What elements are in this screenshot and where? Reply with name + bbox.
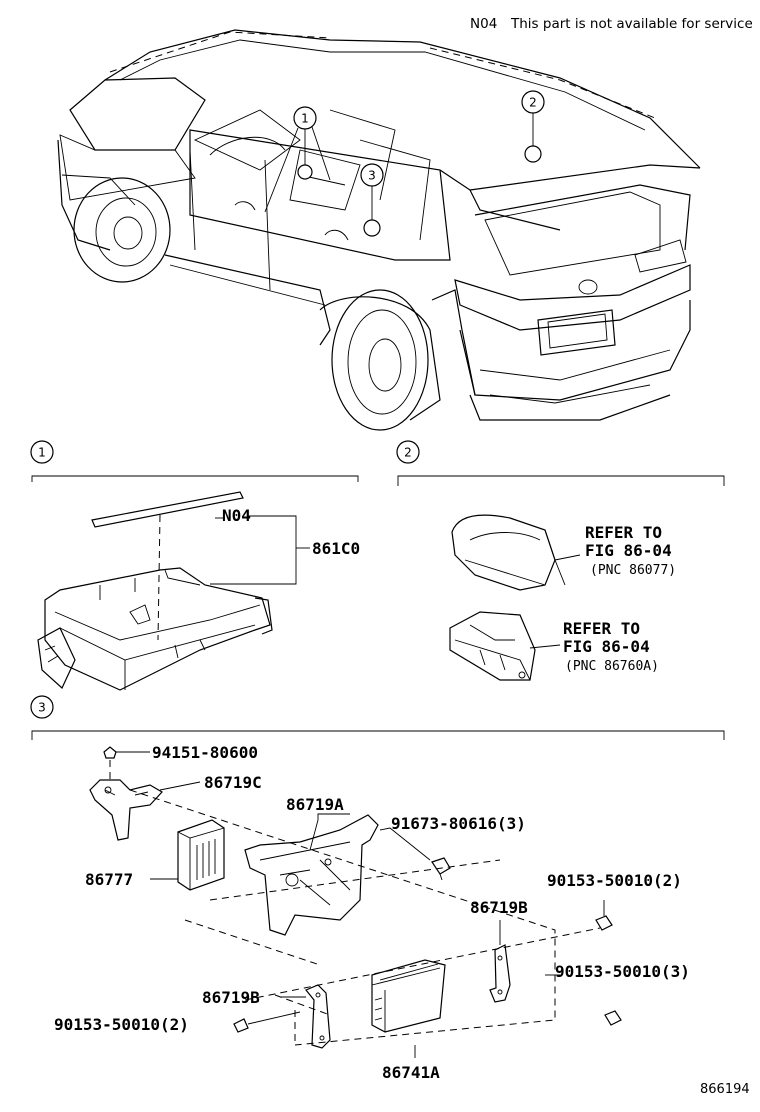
section-1-callout <box>30 440 54 464</box>
section-3: 3 94151-80600 86719C 86777 <box>30 695 725 1082</box>
n04-strip <box>91 491 244 528</box>
label-86719c: 86719C <box>204 773 262 792</box>
bolt-94151-icon <box>103 746 150 759</box>
screw-90153-right-icon <box>604 1010 622 1026</box>
label-86719b-left: 86719B <box>202 988 260 1007</box>
pad-86777 <box>177 819 225 891</box>
section-3-bracket-line <box>31 730 725 740</box>
section-2: 2 REFER TO FIG 86-04 (PNC 86077) REFER T… <box>396 440 725 681</box>
label-94151-80600: 94151-80600 <box>152 743 258 762</box>
note-code: N04 <box>470 16 497 32</box>
ecu-tray <box>37 567 273 691</box>
figure-number: 866194 <box>700 1082 750 1097</box>
label-n04: N04 <box>222 506 251 525</box>
label-86777: 86777 <box>85 870 133 889</box>
bracket-86719b-left <box>280 984 331 1049</box>
label-86719b-right: 86719B <box>470 898 528 917</box>
antenna-upper <box>451 514 581 591</box>
callout-2-label: 2 <box>529 96 537 110</box>
bracket-86719b-right <box>489 920 511 1003</box>
label-86741a: 86741A <box>382 1063 440 1082</box>
location-marker-2 <box>524 145 542 163</box>
section-3-callout <box>30 695 54 719</box>
module-86741a <box>371 959 446 1058</box>
ref-1-line3: (PNC 86077) <box>590 563 676 578</box>
screw-90153-left-icon <box>233 1011 301 1033</box>
bracket-86719a <box>244 813 379 936</box>
section-1-callout-label: 1 <box>38 446 46 460</box>
section-2-callout-label: 2 <box>404 446 412 460</box>
ref-2-line3: (PNC 86760A) <box>565 659 659 674</box>
label-91673-80616: 91673-80616(3) <box>391 814 526 833</box>
ref-1-line1: REFER TO <box>585 523 662 542</box>
label-90153-top: 90153-50010(2) <box>547 871 682 890</box>
section-1: 1 N04 861C0 <box>30 440 360 691</box>
screw-91673-icon <box>431 857 451 881</box>
vehicle-illustration <box>57 29 701 431</box>
label-90153-left: 90153-50010(2) <box>54 1015 189 1034</box>
screw-90153-top-icon <box>595 900 613 931</box>
ref-2-line2: FIG 86-04 <box>563 637 650 656</box>
callout-3-label: 3 <box>368 169 376 183</box>
location-marker-3 <box>363 219 381 237</box>
section-3-callout-label: 3 <box>38 701 46 715</box>
vehicle-callouts: 1 2 3 <box>264 90 545 237</box>
ref-1-line2: FIG 86-04 <box>585 541 672 560</box>
bracket-86719c <box>89 779 201 841</box>
label-861c0: 861C0 <box>312 539 360 558</box>
section-1-bracket-line <box>31 475 359 482</box>
note-text: This part is not available for service <box>510 16 753 32</box>
callout-1-label: 1 <box>301 112 309 126</box>
n04-leader <box>157 514 161 641</box>
ref-2-line1: REFER TO <box>563 619 640 638</box>
label-86719a: 86719A <box>286 795 344 814</box>
label-bracket-861c0 <box>210 515 297 585</box>
section-2-callout <box>396 440 420 464</box>
location-marker-1 <box>297 164 313 180</box>
antenna-lower <box>449 611 561 681</box>
section-2-bracket-line <box>397 475 725 486</box>
label-90153-right: 90153-50010(3) <box>555 962 690 981</box>
